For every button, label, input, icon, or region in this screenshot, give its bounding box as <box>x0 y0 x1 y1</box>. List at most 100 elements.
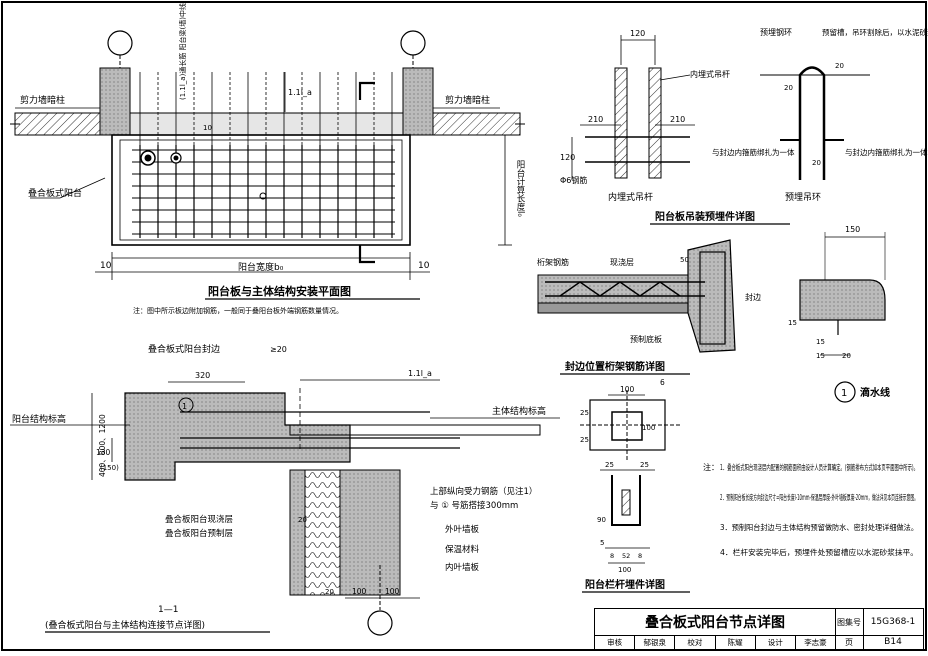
section-dim-320: 320 <box>195 371 210 380</box>
page-label: 页 <box>835 635 864 649</box>
railing-dim-8b: 8 <box>638 552 642 560</box>
design-label: 设计 <box>756 635 796 649</box>
section-label-rebar: 上部纵向受力钢筋（见注1） <box>430 486 537 497</box>
ring-dim1: 20 <box>835 62 844 70</box>
truss-label-precast: 预制底板 <box>630 334 662 344</box>
hanger-title: 阳台板吊装预埋件详图 <box>655 210 755 223</box>
section-label-rebar2: 与 ① 号筋搭接300mm <box>430 500 518 511</box>
railing-dim-25b: 25 <box>580 436 589 444</box>
section-view: 1 叠合板式阳台封边 阳台结构标高 主体结构标高 上部纵向受力钢筋（见注1） 与… <box>10 343 560 636</box>
right-wall-label: 剪力墙暗柱 <box>445 94 490 106</box>
railing-dim-100: 100 <box>620 385 635 394</box>
railing-dim-8a: 8 <box>610 552 614 560</box>
railing-dim-25c: 25 <box>605 461 614 469</box>
length-label: 阳台计算长度l₀ <box>515 160 525 217</box>
note-4: 4．栏杆安装完毕后，预埋件处预留槽应以水泥砂浆抹平。 <box>720 547 918 557</box>
section-dim-11la: 1.1l_a <box>408 369 432 378</box>
ring-dim3: 20 <box>812 159 821 167</box>
hanger-dim-top: 120 <box>630 29 645 38</box>
section-label-main-level: 主体结构标高 <box>492 405 546 417</box>
hanger-rebar-note: Φ6钢筋 <box>560 175 587 185</box>
drip-circle-num: 1 <box>841 388 847 399</box>
truss-title: 封边位置桁架钢筋详图 <box>565 360 665 373</box>
section-dim-20c: 20 <box>325 588 334 596</box>
section-caption: (叠合板式阳台与主体结构连接节点详图) <box>45 619 205 631</box>
left-dim: 10 <box>203 124 212 132</box>
section-label-cast: 叠合板阳台现浇层 <box>165 514 233 525</box>
top-note: (1.1l_a)通长筋 阳台梁(墙)中线 <box>178 3 187 100</box>
plan-note: 注：图中所示板边附加钢筋，一般同于叠阳台板外端钢筋数量情况。 <box>133 306 343 315</box>
section-dim-150: (150) <box>100 464 119 472</box>
drip-dim-20: 20 <box>842 352 851 360</box>
hanger-dim-right: 210 <box>670 115 685 124</box>
width-label: 阳台宽度b₀ <box>238 261 284 273</box>
section-dim-height: 400、800、1200 <box>98 414 107 477</box>
ring-label2: 预留槽，吊环割除后，以水泥砂浆填实 <box>822 27 928 37</box>
note-1: 1．叠合板式阳台现浇层内配置的钢筋面积由设计人员计算确定。(钢筋排布方式如本页平… <box>720 462 918 472</box>
tie-note-left: 与封边内箍筋绑扎为一体 <box>712 147 795 157</box>
axis-circle-right <box>400 30 426 56</box>
slab-label: 叠合板式阳台 <box>28 187 82 199</box>
railing-dim-100b: 100 <box>642 424 655 432</box>
tie-note-right: 与封边内箍筋绑扎为一体 <box>845 147 928 157</box>
hanger-dim-side: 120 <box>560 153 575 162</box>
hanger-embedded-title: 内埋式吊杆 <box>608 191 653 203</box>
hanger-dim-left: 210 <box>588 115 603 124</box>
atlas-label: 图集号 <box>835 609 864 636</box>
section-circle: 1 <box>182 402 187 411</box>
drip-dim-15a: 15 <box>816 338 825 346</box>
section-label-inner: 内叶墙板 <box>445 562 480 573</box>
atlas-number: 15G368-1 <box>863 609 923 636</box>
page-number: B14 <box>884 637 902 647</box>
anchor-dim: 1.1l_a <box>288 88 312 97</box>
notes-block: 注： 1．叠合板式阳台现浇层内配置的钢筋面积由设计人员计算确定。(钢筋排布方式如… <box>703 462 918 557</box>
review-label: 审核 <box>595 635 636 649</box>
left-wall-label: 剪力墙暗柱 <box>20 94 65 106</box>
railing-dim-52: 52 <box>622 552 630 560</box>
section-caption-num: 1—1 <box>158 605 178 615</box>
truss-dim: 50 <box>680 256 689 264</box>
plan-title: 阳台板与主体结构安装平面图 <box>208 284 351 298</box>
railing-dim-5: 5 <box>600 539 604 547</box>
railing-dim-6: 6 <box>660 378 665 387</box>
section-label-edge: 叠合板式阳台封边 <box>148 343 220 355</box>
checker-name: 陈耀 <box>716 635 756 649</box>
plan-view: 剪力墙暗柱 剪力墙暗柱 叠合板式阳台 阳台宽度b₀ 阳台计算长度l₀ 10 10… <box>10 3 525 315</box>
note-3: 3．预制阳台封边与主体结构预留做防水、密封处理详细做法。 <box>720 522 918 532</box>
railing-dim-25a: 25 <box>580 409 589 417</box>
ring-dim2: 20 <box>784 84 793 92</box>
truss-label-cast: 现浇层 <box>610 257 634 267</box>
signature-row: 审核 郁银泉 校对 陈耀 设计 李志豪 <box>595 635 836 649</box>
edge-dim-left: 10 <box>100 261 112 271</box>
railing-dim-25d: 25 <box>640 461 649 469</box>
drip-dim-side: 15 <box>788 319 797 327</box>
ring-label1: 预埋钢环 <box>760 27 792 37</box>
section-label-precast: 叠合板阳台预制层 <box>165 528 233 539</box>
truss-label-truss: 桁架钢筋 <box>537 257 569 267</box>
railing-dim-100c: 100 <box>618 566 631 574</box>
railing-detail: 100 6 25 100 25 25 25 90 5 8 52 8 100 阳台… <box>580 378 690 593</box>
section-dim-130: 130 <box>96 448 111 457</box>
title-block: 叠合板式阳台节点详图 图集号 15G368-1 页 B14 审核 郁银泉 校对 … <box>594 608 924 650</box>
drawing-title: 叠合板式阳台节点详图 <box>595 609 836 636</box>
check-label: 校对 <box>675 635 716 649</box>
hanger-embedded-label: 内埋式吊杆 <box>690 69 730 79</box>
drip-detail: 150 15 15 20 15 1 滴水线 <box>788 225 890 403</box>
edge-dim-right: 10 <box>418 261 430 271</box>
section-label-balcony-level: 阳台结构标高 <box>12 413 66 425</box>
section-dim-100b: 100 <box>385 587 400 596</box>
section-dim-20a: ≥20 <box>270 345 287 354</box>
designer-name: 李志豪 <box>804 637 827 647</box>
drip-dim-top: 150 <box>845 225 860 234</box>
section-dim-20b: 20 <box>298 516 307 524</box>
railing-dim-90: 90 <box>597 516 606 524</box>
drip-dim-15b: 15 <box>816 352 825 360</box>
ring-title: 预埋吊环 <box>785 192 821 203</box>
drip-title: 滴水线 <box>860 386 890 399</box>
axis-circle-left <box>107 30 133 56</box>
hanger-detail: 120 210 210 120 Φ6钢筋 内埋式吊杆 内埋式吊杆 预埋钢环 预留… <box>560 27 928 225</box>
reviewer-name: 郁银泉 <box>635 635 676 649</box>
notes-head: 注： <box>703 462 719 472</box>
